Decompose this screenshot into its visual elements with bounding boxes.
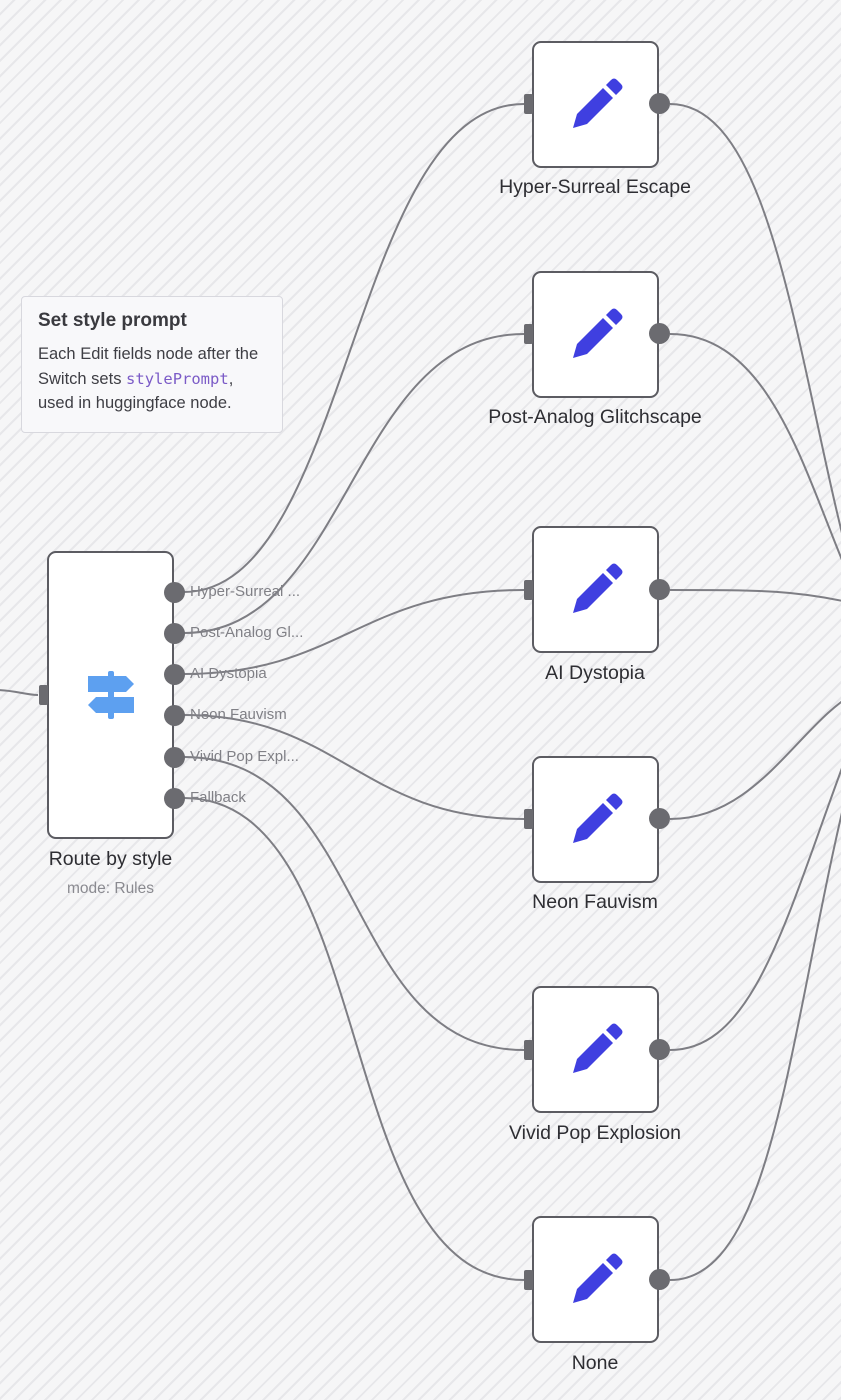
edit-node-output-handle[interactable] xyxy=(649,579,670,600)
pencil-icon xyxy=(572,563,622,613)
edit-node-ai-dystopia[interactable] xyxy=(532,526,659,653)
edit-node-output-handle[interactable] xyxy=(649,323,670,344)
sticky-note-text: Each Edit fields node after the Switch s… xyxy=(38,345,259,388)
edit-node-title: None xyxy=(571,1352,619,1374)
edit-node-output-handle[interactable] xyxy=(649,1269,670,1290)
connection-wire-ai-dystopia xyxy=(183,589,525,675)
edit-node-title: AI Dystopia xyxy=(545,662,645,684)
switch-output-handle-hyper-surreal[interactable] xyxy=(164,582,185,603)
switch-output-label: Hyper-Surreal ... xyxy=(190,583,301,600)
sticky-note-code: stylePrompt xyxy=(126,369,229,388)
switch-input-handle[interactable] xyxy=(39,685,48,705)
edit-node-hyper-surreal-escape[interactable] xyxy=(532,41,659,168)
sticky-note-title: Set style prompt xyxy=(38,310,187,331)
connection-wire-out-ai-dystopia xyxy=(669,589,841,602)
edit-node-input-handle[interactable] xyxy=(524,1270,533,1290)
connection-wire-post-analog xyxy=(183,333,525,634)
pencil-icon xyxy=(572,78,622,128)
switch-output-handle-ai-dystopia[interactable] xyxy=(164,664,185,685)
switch-output-label: Fallback xyxy=(190,789,246,806)
sticky-note[interactable]: Set style prompt Each Edit fields node a… xyxy=(21,296,283,433)
pencil-icon xyxy=(572,1253,622,1303)
edit-node-title: Hyper-Surreal Escape xyxy=(499,176,691,198)
connection-wire-neon-fauvism xyxy=(183,714,525,820)
pencil-icon xyxy=(572,1023,622,1073)
switch-node-subtitle: mode: Rules xyxy=(66,880,154,897)
switch-output-handle-neon-fauvism[interactable] xyxy=(164,705,185,726)
connection-wire-hyper-surreal xyxy=(183,103,525,593)
pencil-icon xyxy=(572,308,622,358)
edit-node-input-handle[interactable] xyxy=(524,580,533,600)
connection-wire-out-post-analog xyxy=(669,333,841,560)
edit-node-title: Post-Analog Glitchscape xyxy=(488,406,702,428)
switch-node-title: Route by style xyxy=(48,848,173,870)
edit-node-input-handle[interactable] xyxy=(524,94,533,114)
connection-wire-out-none xyxy=(669,812,841,1281)
connection-wire-out-neon-fauvism xyxy=(669,700,841,820)
connection-wire-out-vivid-pop xyxy=(669,767,841,1051)
edit-node-none[interactable] xyxy=(532,1216,659,1343)
switch-output-label: Post-Analog Gl... xyxy=(190,624,304,641)
connection-wire-input-to-switch xyxy=(0,689,39,696)
sticky-note-text-end: , used in huggingface node. xyxy=(38,369,234,413)
switch-node-route-by-style[interactable] xyxy=(47,551,174,839)
edit-node-title: Vivid Pop Explosion xyxy=(509,1122,681,1144)
connection-wire-vivid-pop xyxy=(183,756,525,1051)
connection-wire-out-hyper-surreal xyxy=(669,103,841,534)
switch-output-label: Neon Fauvism xyxy=(190,706,287,723)
edit-node-input-handle[interactable] xyxy=(524,809,533,829)
switch-output-handle-fallback[interactable] xyxy=(164,788,185,809)
edit-node-vivid-pop-explosion[interactable] xyxy=(532,986,659,1113)
edit-node-input-handle[interactable] xyxy=(524,324,533,344)
edit-node-title: Neon Fauvism xyxy=(532,891,658,913)
switch-output-label: Vivid Pop Expl... xyxy=(190,748,299,765)
pencil-icon xyxy=(572,793,622,843)
sticky-note-body: Each Edit fields node after the Switch s… xyxy=(38,342,266,416)
connection-wire-fallback xyxy=(183,797,525,1281)
signpost-icon xyxy=(87,671,134,719)
switch-output-label: AI Dystopia xyxy=(190,665,267,682)
switch-output-handle-post-analog[interactable] xyxy=(164,623,185,644)
edit-node-output-handle[interactable] xyxy=(649,1039,670,1060)
edit-node-input-handle[interactable] xyxy=(524,1040,533,1060)
switch-output-handle-vivid-pop[interactable] xyxy=(164,747,185,768)
edit-node-output-handle[interactable] xyxy=(649,93,670,114)
edit-node-neon-fauvism[interactable] xyxy=(532,756,659,883)
edit-node-output-handle[interactable] xyxy=(649,808,670,829)
edit-node-post-analog-glitchscape[interactable] xyxy=(532,271,659,398)
